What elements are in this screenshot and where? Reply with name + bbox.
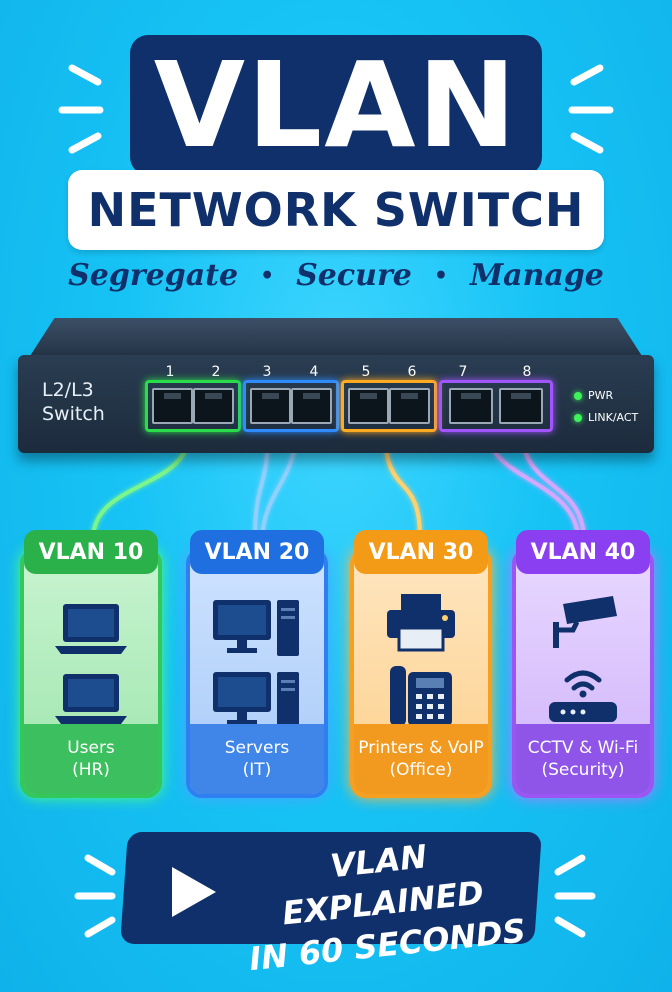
camera-icon xyxy=(553,596,617,648)
pwr-led-icon xyxy=(574,392,582,400)
play-icon[interactable] xyxy=(156,857,226,927)
vlan-20-card: Servers (IT) xyxy=(186,548,328,798)
port-group-vlan-40 xyxy=(439,380,553,432)
tagline-separator: • xyxy=(260,262,275,289)
vlan-30-department: (Office) xyxy=(389,760,453,780)
port-number-1: 1 xyxy=(165,364,175,380)
vlan-20-caption: Servers (IT) xyxy=(190,724,324,794)
vlan-40-card: CCTV & Wi-Fi (Security) xyxy=(512,548,654,798)
tagline-segregate: Segregate xyxy=(68,258,239,293)
vlan-10-department: (HR) xyxy=(72,760,110,780)
vlan-20-department: (IT) xyxy=(242,760,272,780)
port-number-5: 5 xyxy=(361,364,371,380)
burst-lines-top xyxy=(58,64,614,154)
port-group-vlan-10 xyxy=(145,380,241,432)
phone-icon xyxy=(390,666,452,726)
ethernet-port-6[interactable] xyxy=(389,388,430,424)
pwr-label: PWR xyxy=(588,389,614,402)
port-number-4: 4 xyxy=(309,364,319,380)
wifi-router-icon xyxy=(549,670,617,722)
desktop-icon xyxy=(213,600,299,656)
vlan-30-caption: Printers & VoIP (Office) xyxy=(354,724,488,794)
vlan-10-badge: VLAN 10 xyxy=(24,530,158,574)
page-subtitle: NETWORK SWITCH xyxy=(87,183,585,237)
vlan-40-description: CCTV & Wi-Fi xyxy=(527,738,639,758)
vlan-30-description: Printers & VoIP xyxy=(358,738,484,758)
title-banner: VLAN xyxy=(130,35,542,175)
ethernet-port-8[interactable] xyxy=(499,388,543,424)
port-number-2: 2 xyxy=(211,364,221,380)
ethernet-port-5[interactable] xyxy=(348,388,389,424)
vlan-40-badge: VLAN 40 xyxy=(516,530,650,574)
vlan-10-caption: Users (HR) xyxy=(24,724,158,794)
port-number-6: 6 xyxy=(407,364,417,380)
port-group-vlan-20 xyxy=(243,380,339,432)
vlan-20-description: Servers xyxy=(224,738,290,758)
tagline-secure: Secure xyxy=(296,258,412,293)
vlan-30-badge: VLAN 30 xyxy=(354,530,488,574)
burst-lines-bottom xyxy=(74,854,596,938)
ethernet-port-7[interactable] xyxy=(449,388,493,424)
ethernet-port-3[interactable] xyxy=(250,388,291,424)
port-number-7: 7 xyxy=(458,364,468,380)
ethernet-port-1[interactable] xyxy=(152,388,193,424)
tagline-separator: • xyxy=(433,262,448,289)
ethernet-port-2[interactable] xyxy=(193,388,234,424)
link-act-led-icon xyxy=(574,414,582,422)
link-act-label: LINK/ACT xyxy=(588,411,639,424)
vlan-20-badge: VLAN 20 xyxy=(190,530,324,574)
desktop-icon xyxy=(213,672,299,728)
vlan-30-card: Printers & VoIP (Office) xyxy=(350,548,492,798)
laptop-icon xyxy=(55,604,127,654)
ethernet-port-4[interactable] xyxy=(291,388,332,424)
port-number-8: 8 xyxy=(522,364,532,380)
port-group-vlan-30 xyxy=(341,380,437,432)
switch-label: L2/L3 Switch xyxy=(42,378,105,426)
printer-icon xyxy=(387,594,455,652)
vlan-40-caption: CCTV & Wi-Fi (Security) xyxy=(516,724,650,794)
port-number-3: 3 xyxy=(262,364,272,380)
switch-label-line2: Switch xyxy=(42,403,105,425)
vlan-10-card: Users (HR) xyxy=(20,548,162,798)
laptop-icon xyxy=(55,674,127,724)
switch-top xyxy=(30,318,642,356)
subtitle-banner: NETWORK SWITCH xyxy=(68,170,604,250)
switch-label-line1: L2/L3 xyxy=(42,379,94,401)
vlan-10-description: Users xyxy=(67,738,115,758)
page-title: VLAN xyxy=(153,36,519,174)
tagline-manage: Manage xyxy=(469,258,604,293)
vlan-40-department: (Security) xyxy=(541,760,625,780)
tagline: Segregate • Secure • Manage xyxy=(0,258,672,293)
